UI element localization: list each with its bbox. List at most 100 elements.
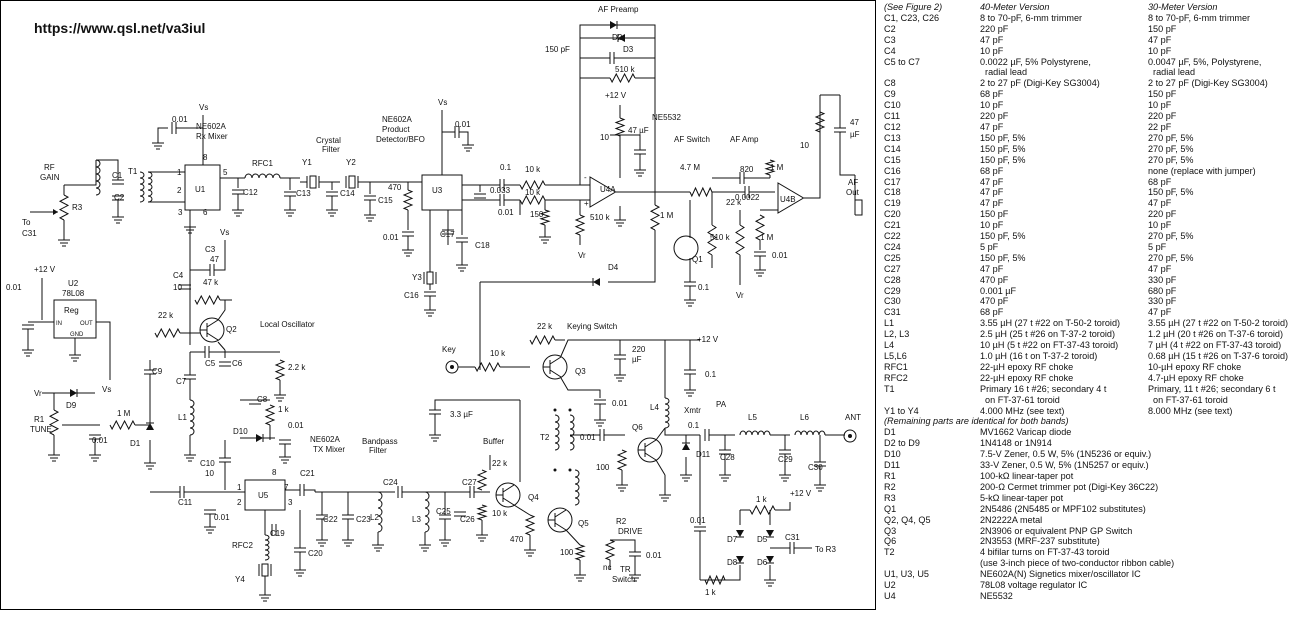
value-40m: 1.0 µH (16 t on T-37-2 toroid)	[980, 351, 1098, 361]
label-c001-i: 0.01	[612, 399, 628, 408]
resistor	[58, 194, 70, 221]
label-xmtr: Xmtr	[684, 406, 701, 415]
value-40m: 3.55 µH (27 t #22 on T-50-2 toroid)	[980, 318, 1121, 329]
transistor-emitter	[502, 497, 515, 506]
value-40m: 68 pF	[980, 89, 1004, 100]
label-buffer: Buffer	[483, 437, 505, 446]
label-vr-b: Vr	[736, 291, 744, 300]
value-40m: 150 pF	[980, 209, 1009, 220]
header-part: (See Figure 2)	[884, 2, 943, 12]
label-t1: T1	[128, 167, 138, 176]
label-d4: D4	[608, 263, 619, 272]
label-c47uf: 47 µF	[628, 126, 649, 135]
label-q3: Q3	[575, 367, 586, 376]
label-r10k-c: 10 k	[490, 349, 506, 358]
value-30m: 10 pF	[1148, 45, 1172, 56]
part-designator: C19	[884, 198, 901, 209]
label-r1m-a: 1 M	[660, 211, 674, 220]
label-c31: C31	[785, 533, 800, 542]
part-designator: C20	[884, 209, 901, 220]
part-designator: D2 to D9	[884, 438, 920, 449]
crystal	[348, 175, 356, 189]
label-c10: 10	[173, 283, 182, 292]
inductor	[95, 159, 101, 196]
label-c01-d: 0.1	[688, 421, 700, 430]
label-c001-d: 0.01	[772, 251, 788, 260]
label-d9: D9	[66, 401, 77, 410]
minus-pin: +	[584, 199, 589, 208]
label-r2: R2	[616, 517, 627, 526]
part-designator: D10	[884, 449, 901, 460]
label-local-osc: Local Oscillator	[260, 320, 315, 329]
label-c001-k: 0.01	[580, 433, 596, 442]
part-designator: C15	[884, 154, 901, 165]
winding-dot	[568, 408, 572, 412]
part-description: 7.5-V Zener, 0.5 W, 5% (1N5236 or equiv.…	[980, 449, 1152, 460]
inductor	[424, 491, 430, 533]
label-r510k-b: 510 k	[590, 213, 611, 222]
label-vr-a: Vr	[578, 251, 586, 260]
part-designator: C27	[884, 263, 901, 274]
diode	[766, 530, 774, 537]
label-c0033: 0.033	[490, 186, 511, 195]
label-c001-e: 0.01	[6, 283, 22, 292]
remaining-row: (use 3-inch piece of two-conductor ribbo…	[884, 558, 1306, 569]
value-30m: 680 pF	[1148, 285, 1177, 296]
label-rfc2: RFC2	[232, 541, 253, 550]
label-y2: Y2	[346, 158, 356, 167]
crystal	[426, 271, 434, 285]
part-designator: T2	[884, 547, 895, 558]
resistor	[476, 504, 488, 521]
pin-8: 8	[272, 468, 277, 477]
label-rf-gain2: GAIN	[40, 173, 60, 182]
label-u2-78l08: 78L08	[62, 289, 85, 298]
value-30m: 150 pF	[1148, 89, 1177, 100]
label-c001-u3: 0.01	[455, 120, 471, 129]
value-30m: 220 pF	[1148, 111, 1177, 122]
label-tune: TUNE	[30, 425, 52, 434]
value-30m: 330 pF	[1148, 274, 1177, 285]
value-40m: 47 pF	[980, 198, 1004, 209]
value-40m: 150 pF, 5%	[980, 143, 1026, 154]
label-keying: Keying Switch	[567, 322, 617, 331]
label-af-out: AF	[848, 178, 858, 187]
label-d3: D3	[623, 45, 634, 54]
wire	[804, 110, 821, 199]
label-l4: L4	[650, 403, 659, 412]
value-40m: on FT-37-61 toroid	[980, 394, 1060, 405]
inductor	[147, 171, 153, 203]
label-q1: Q1	[692, 255, 703, 264]
label-ne602a-rx: NE602A	[196, 122, 226, 131]
label-d8: D8	[727, 558, 738, 567]
resistor	[524, 514, 536, 536]
wire	[135, 390, 151, 426]
label-c20: C20	[308, 549, 323, 558]
resistor	[707, 224, 717, 256]
resistor	[574, 214, 586, 236]
pin-3: 3	[178, 208, 183, 217]
label-c150pf: 150 pF	[545, 45, 570, 54]
part-designator: C29	[884, 285, 901, 296]
value-40m: 10 µH (5 t #22 on FT-37-43 toroid)	[980, 340, 1119, 351]
label-u4a: U4A	[600, 185, 616, 194]
label-to-r3: To R3	[815, 545, 836, 554]
value-30m: 47 pF	[1148, 198, 1172, 209]
part-designator: C4	[884, 45, 896, 56]
wire	[513, 504, 531, 516]
label-to-c31b: C31	[22, 229, 37, 238]
label-c001-j: 0.01	[646, 551, 662, 560]
diode	[610, 21, 617, 29]
label-r150: 150	[530, 210, 544, 219]
part-designator	[884, 67, 980, 78]
part-designator: C1, C23, C26	[884, 12, 940, 23]
label-bpfilter: Filter	[369, 446, 387, 455]
winding-dot	[553, 468, 557, 472]
